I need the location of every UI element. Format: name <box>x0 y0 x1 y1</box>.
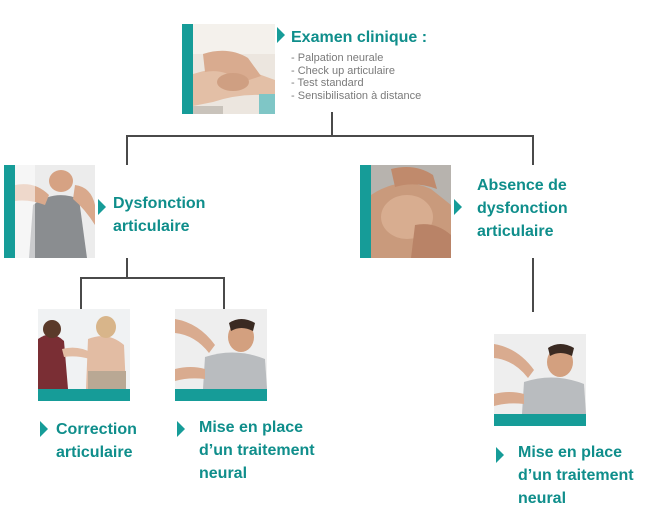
connector-right-branch-down <box>532 258 534 312</box>
absence-title: Absence de dysfonction articulaire <box>477 177 568 240</box>
exam-items: Palpation neurale Check up articulaire T… <box>291 52 422 103</box>
neural-left-photo <box>175 309 267 401</box>
connector-exam-down <box>331 112 333 136</box>
arrow-right-icon <box>177 421 185 437</box>
absence-accent-bar <box>360 165 371 258</box>
neural-right-photo <box>494 334 586 426</box>
arrow-right-icon <box>277 27 285 43</box>
arrow-right-icon <box>496 447 504 463</box>
dysfonction-photo <box>15 165 95 258</box>
neural-left-title: Mise en place d’un traitement neural <box>199 419 315 482</box>
connector-right-down <box>532 135 534 165</box>
exam-item: Test standard <box>291 77 421 90</box>
exam-item: Palpation neurale <box>291 52 421 65</box>
connector-left-down <box>126 135 128 165</box>
correction-title: Correction articulaire <box>56 421 137 461</box>
connector-top-horizontal <box>126 135 534 137</box>
exam-accent-bar <box>182 24 193 114</box>
arrow-right-icon <box>40 421 48 437</box>
exam-photo <box>193 24 275 114</box>
exam-item: Check up articulaire <box>291 65 421 78</box>
exam-item: Sensibilisation à distance <box>291 90 422 103</box>
correction-photo <box>38 309 130 401</box>
dysfonction-title: Dysfonction articulaire <box>113 195 206 235</box>
neural-right-title: Mise en place d’un traitement neural <box>518 444 634 507</box>
exam-title: Examen clinique : <box>291 29 428 46</box>
dysfonction-accent-bar <box>4 165 15 258</box>
arrow-right-icon <box>454 199 462 215</box>
absence-photo <box>371 165 451 258</box>
connector-left-branch-down <box>126 258 128 278</box>
connector-neural-left-down <box>223 277 225 309</box>
connector-correction-down <box>80 277 82 309</box>
arrow-right-icon <box>98 199 106 215</box>
connector-left-horizontal <box>80 277 225 279</box>
